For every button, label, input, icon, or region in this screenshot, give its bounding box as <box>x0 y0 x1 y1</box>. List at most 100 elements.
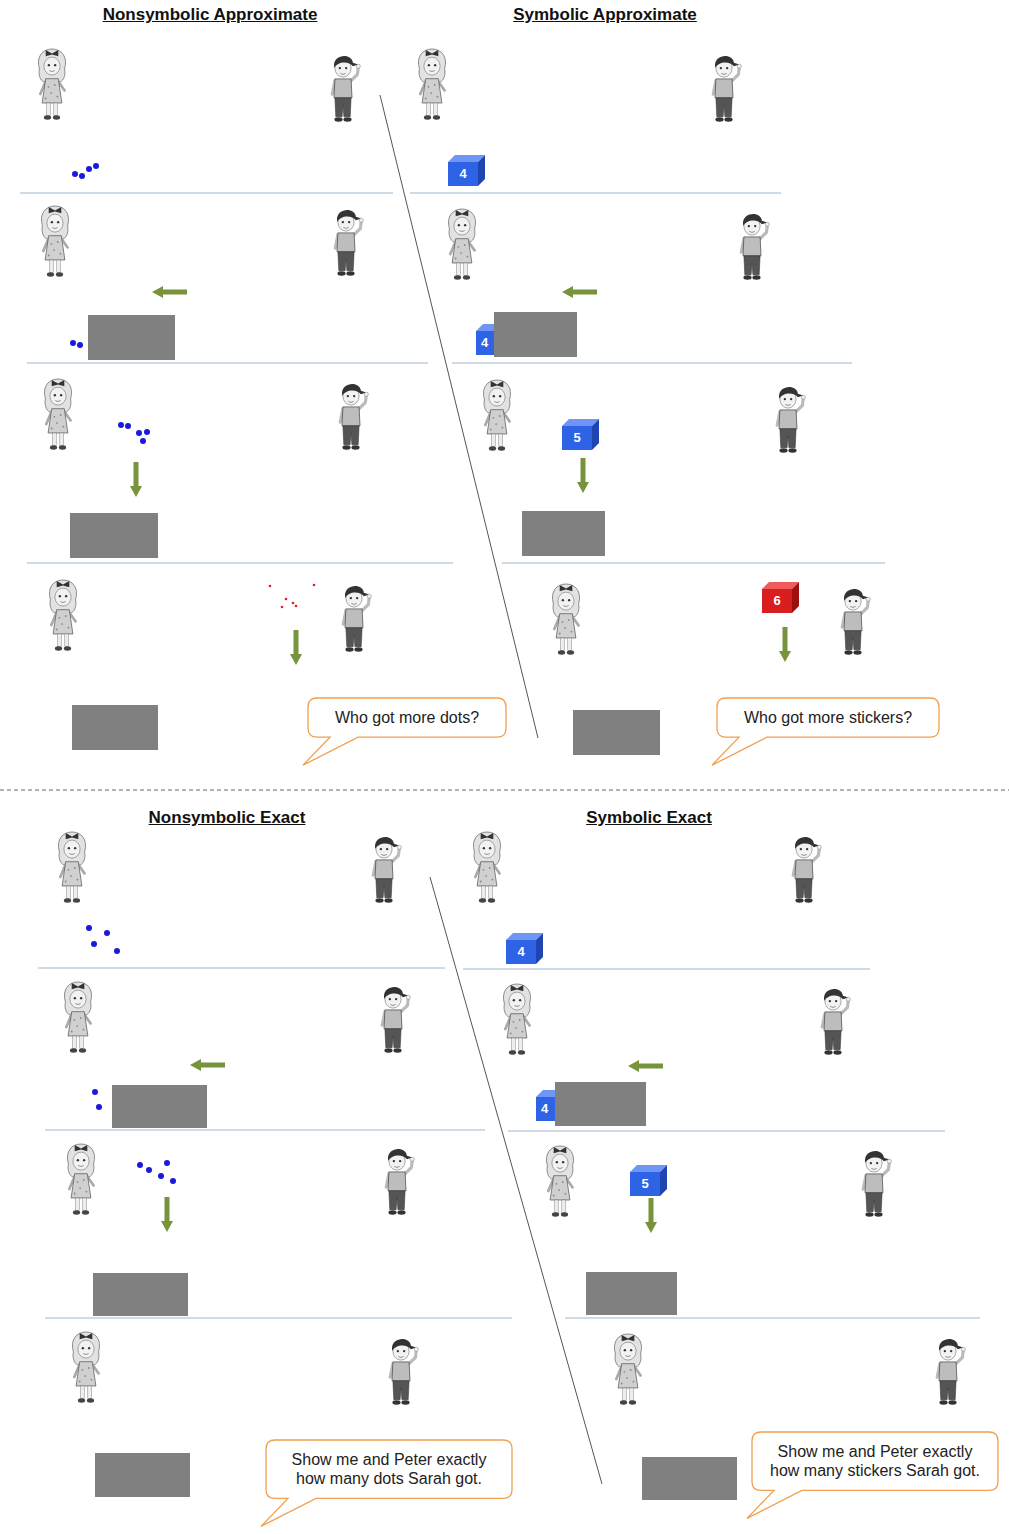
boy-figure <box>842 589 870 655</box>
occluder-screen <box>88 315 175 360</box>
girl-figure <box>72 1332 99 1403</box>
dot <box>118 422 124 428</box>
boy-figure <box>373 837 401 903</box>
dot <box>137 1162 143 1168</box>
dot <box>164 1160 170 1166</box>
girl-figure <box>41 206 68 277</box>
frame-separator <box>45 1130 485 1131</box>
boy-figure <box>777 387 805 453</box>
arrow-down <box>779 627 791 662</box>
panel-heading: Nonsymbolic Exact <box>149 808 306 828</box>
frame-separators <box>20 193 980 1318</box>
speech-bubble: Show me and Peter exactly how many dots … <box>266 1440 512 1498</box>
cube-side <box>566 1090 573 1121</box>
boy-figure <box>340 384 368 450</box>
boy-figure <box>332 56 360 122</box>
dot <box>144 429 150 435</box>
occluder-screen <box>95 1453 190 1497</box>
arrow-left <box>190 1059 225 1071</box>
girl-figure <box>44 379 71 450</box>
dot <box>136 430 142 436</box>
boy-figure <box>793 837 821 903</box>
girl-figure <box>418 49 445 120</box>
bubble-outline <box>266 1440 512 1498</box>
occluder-screen <box>112 1085 207 1128</box>
dot <box>281 606 284 609</box>
boy-figure <box>937 1339 965 1405</box>
cube-faces <box>536 1097 566 1121</box>
bubble-outline <box>752 1432 998 1490</box>
dot <box>93 163 99 169</box>
bubble-shape <box>712 698 939 765</box>
characters <box>38 49 965 1405</box>
girl-figure <box>448 209 475 280</box>
number-cube: 4 <box>448 162 478 186</box>
girl-figure <box>67 1144 94 1215</box>
cube-number: 4 <box>448 162 478 186</box>
cube-side <box>478 155 485 186</box>
boy-figure <box>335 210 363 276</box>
dot <box>72 171 78 177</box>
cube-number: 5 <box>562 426 592 450</box>
diagonal-line <box>380 95 538 738</box>
dot <box>104 930 110 936</box>
frame-separator <box>452 363 852 364</box>
dot <box>295 605 298 608</box>
cube-number: 4 <box>506 940 536 964</box>
number-cube: 4 <box>506 940 536 964</box>
arrow-down <box>577 458 589 493</box>
cube-number: 5 <box>630 1172 660 1196</box>
dot <box>86 925 92 931</box>
dot <box>146 1167 152 1173</box>
bubble-shape <box>261 1440 512 1526</box>
boy-figure <box>386 1149 414 1215</box>
girl-figure <box>546 1146 573 1217</box>
occluder-screen <box>70 513 158 558</box>
frame-separator <box>463 969 870 970</box>
cube-side <box>506 324 513 355</box>
occluder-screen <box>72 705 158 750</box>
arrow-left <box>628 1060 663 1072</box>
dot <box>140 438 146 444</box>
dot <box>86 166 92 172</box>
boy-figure <box>343 586 371 652</box>
dot <box>125 423 131 429</box>
bubble-text: Who got more stickers? <box>729 708 927 727</box>
cube-side <box>660 1165 667 1196</box>
occluders <box>70 315 737 1500</box>
diagonal-line <box>430 877 602 1484</box>
boy-figure <box>390 1339 418 1405</box>
dot <box>96 1104 102 1110</box>
cube-number: 4 <box>541 1097 566 1121</box>
boy-figure <box>822 989 850 1055</box>
number-cube: 5 <box>562 426 592 450</box>
boy-figure <box>741 214 769 280</box>
frame-separator <box>38 968 445 969</box>
dot <box>292 602 295 605</box>
panel-heading: Symbolic Exact <box>586 808 712 828</box>
dot <box>170 1178 176 1184</box>
red-dots <box>269 584 316 609</box>
speech-bubble: Who got more dots? <box>308 698 506 737</box>
boy-figure <box>382 987 410 1053</box>
bubble-shape <box>747 1432 998 1518</box>
occluder-screen <box>586 1272 677 1315</box>
girl-figure <box>552 584 579 655</box>
arrow-down <box>161 1197 173 1232</box>
cube-side <box>792 582 799 613</box>
panel-heading: Nonsymbolic Approximate <box>103 5 318 25</box>
occluder-screen <box>642 1457 737 1500</box>
speech-bubble: Who got more stickers? <box>717 698 939 737</box>
dot <box>77 342 83 348</box>
frame-separator <box>508 1131 945 1132</box>
girl-figure <box>503 984 530 1055</box>
girl-figure <box>64 982 91 1053</box>
frame-separator <box>565 1318 980 1319</box>
divider-line <box>0 790 1009 791</box>
number-cube: 6 <box>762 589 792 613</box>
frame-separator <box>27 363 428 364</box>
girl-figure <box>38 49 65 120</box>
cube-number: 4 <box>481 331 506 355</box>
